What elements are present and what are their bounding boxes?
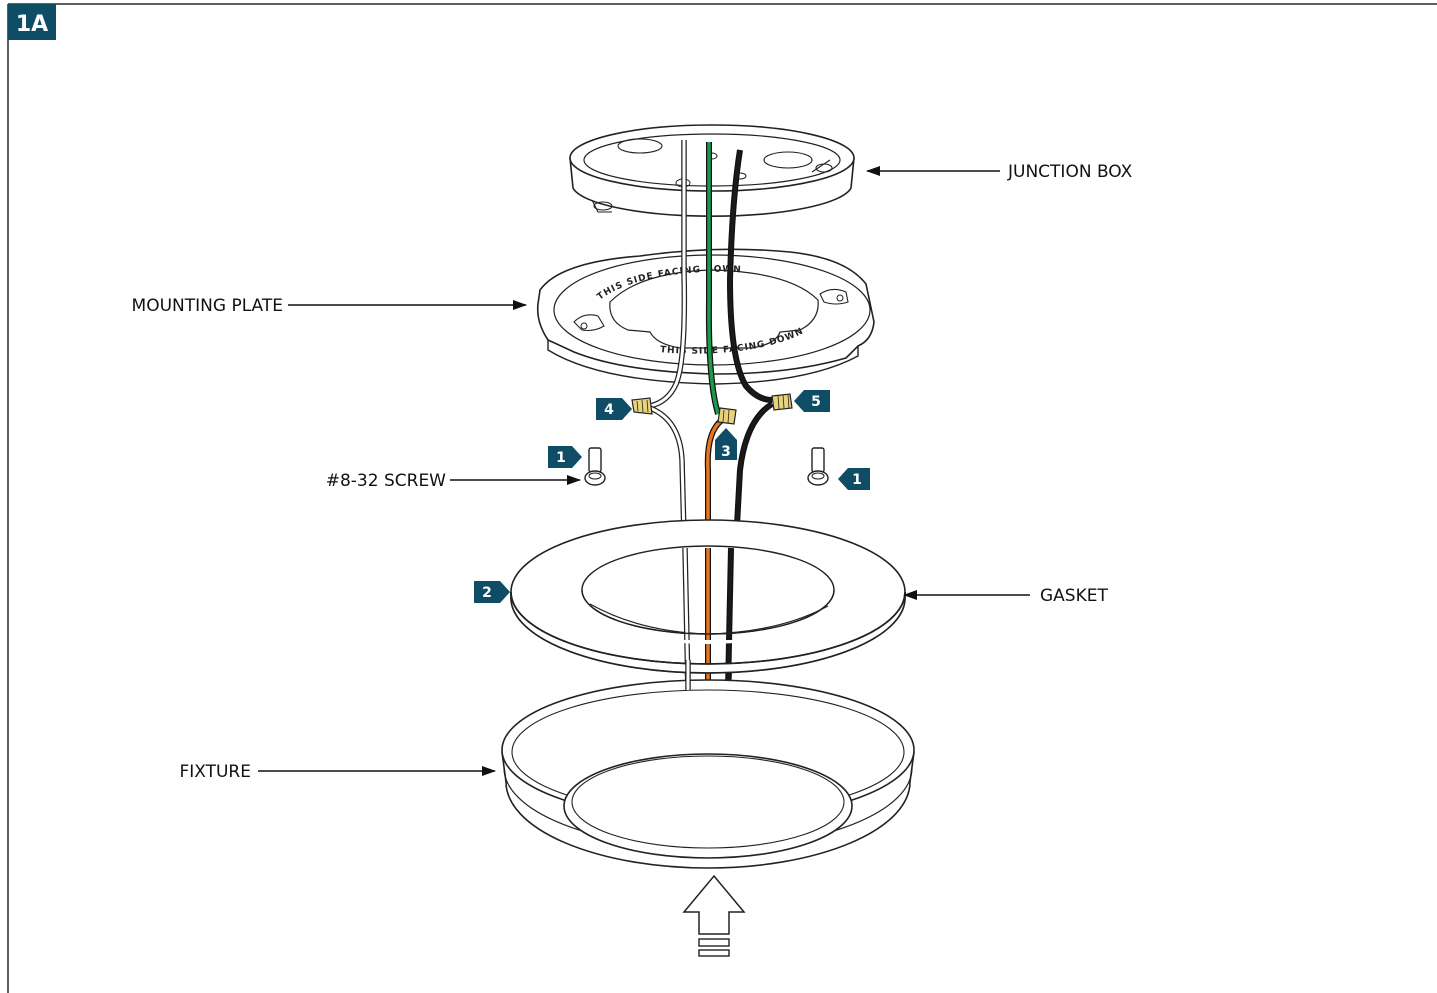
svg-text:1: 1 xyxy=(556,450,566,466)
wire-nut-neutral xyxy=(631,397,653,415)
fixture-label: FIXTURE xyxy=(179,762,251,782)
svg-text:4: 4 xyxy=(604,402,614,418)
wire-nut-ground xyxy=(717,407,737,425)
callout-neutral: 4 xyxy=(596,398,632,420)
svg-text:1: 1 xyxy=(852,472,862,488)
screw-label: #8-32 SCREW xyxy=(326,471,446,491)
callout-hot: 5 xyxy=(794,390,830,412)
svg-text:3: 3 xyxy=(721,444,731,460)
screw-left xyxy=(584,447,606,486)
step-badge: 1A xyxy=(8,4,56,40)
mounting-plate: THIS SIDE FACING DOWN THIS SIDE FACING D… xyxy=(536,248,875,385)
mounting-plate-label: MOUNTING PLATE xyxy=(132,296,283,316)
page-frame xyxy=(7,3,1437,993)
callout-gasket: 2 xyxy=(474,581,510,603)
callout-ground: 3 xyxy=(715,428,737,460)
callout-screw-right: 1 xyxy=(838,468,870,490)
wires xyxy=(648,140,774,691)
svg-text:2: 2 xyxy=(482,585,492,601)
fixture xyxy=(501,679,915,869)
svg-text:5: 5 xyxy=(811,394,821,410)
junction-box-label: JUNCTION BOX xyxy=(1007,162,1133,182)
wire-nut-hot xyxy=(771,393,793,411)
screw-right xyxy=(807,447,829,486)
leader-lines xyxy=(258,166,1030,776)
step-label: 1A xyxy=(16,12,48,37)
gasket-label: GASKET xyxy=(1040,586,1108,606)
callout-screw-left: 1 xyxy=(548,446,582,468)
up-arrow-icon xyxy=(682,874,746,957)
